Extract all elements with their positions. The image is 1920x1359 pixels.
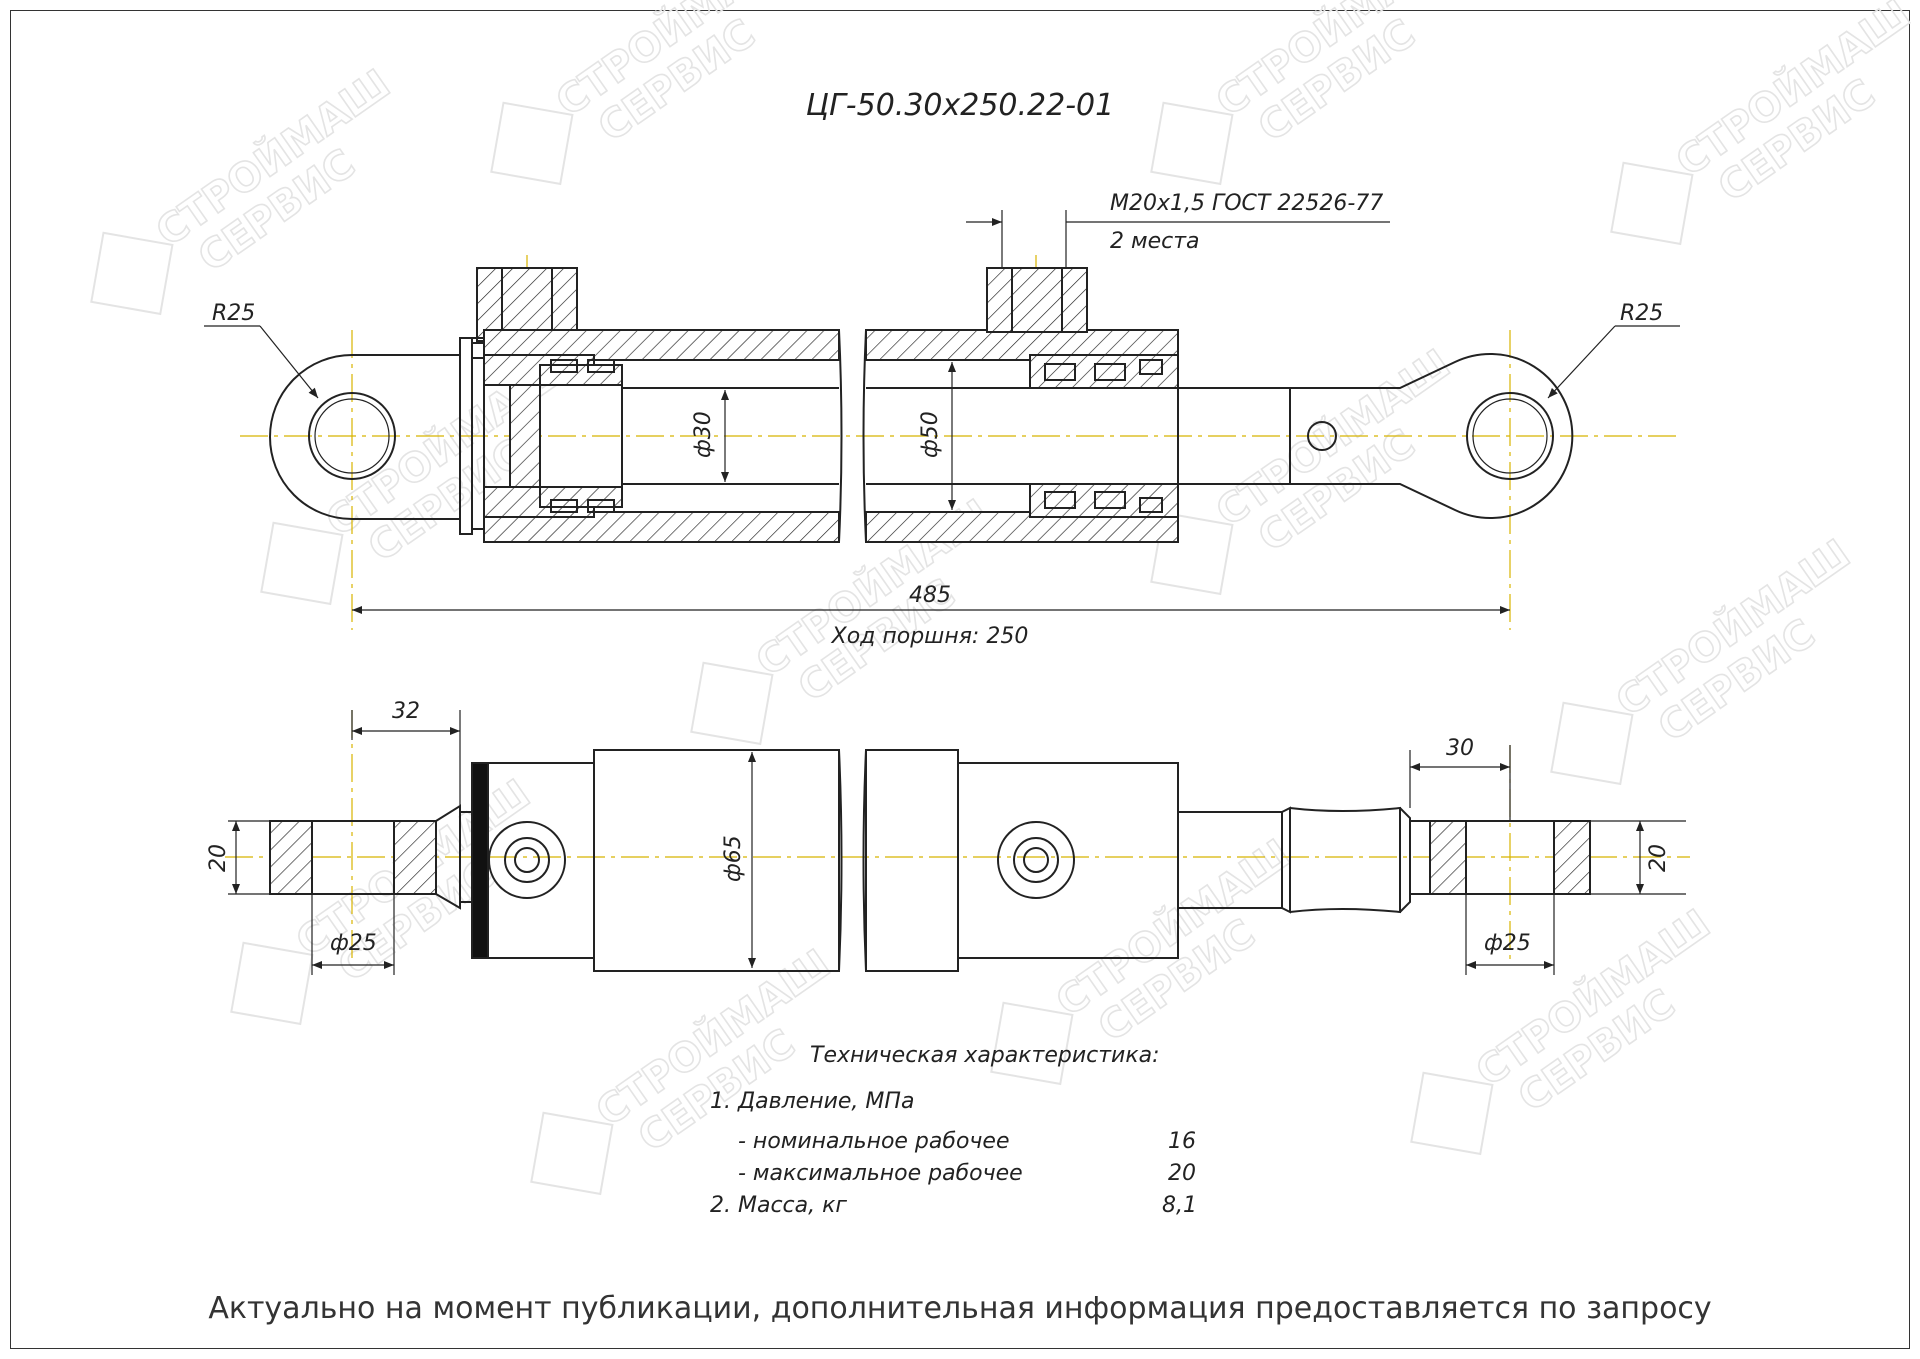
drawing-frame — [10, 10, 1910, 1349]
dim-pin-right: ф25 — [1484, 931, 1531, 956]
dim-width-left: 32 — [392, 699, 420, 724]
dim-total-length: 485 — [909, 583, 951, 608]
radius-callouts: R25 R25 — [204, 301, 1680, 399]
thread-callout: М20х1,5 ГОСТ 22526-77 2 места — [966, 191, 1390, 268]
dim-bore-diameter: ф50 — [918, 411, 943, 458]
drawing-title: ЦГ-50.30х250.22-01 — [806, 88, 1114, 123]
top-diameter-dims: ф30 ф50 — [691, 362, 956, 510]
spec-row-value: 8,1 — [1162, 1193, 1197, 1218]
thread-count: 2 места — [1110, 229, 1200, 254]
thread-note: М20х1,5 ГОСТ 22526-77 — [1110, 191, 1383, 216]
dim-stroke: Ход поршня: 250 — [831, 624, 1029, 649]
spec-row-label: 2. Масса, кг — [710, 1193, 847, 1218]
spec-row-label: - максимальное рабочее — [738, 1161, 1023, 1186]
length-dims: 485 Ход поршня: 250 — [352, 583, 1510, 649]
footer-note: Актуально на момент публикации, дополнит… — [208, 1291, 1711, 1326]
tech-specs: Техническая характеристика: 1. Давление,… — [710, 1043, 1197, 1218]
dim-pin-left: ф25 — [330, 931, 377, 956]
bottom-dims: 32 30 20 20 ф65 ф25 ф25 — [206, 699, 1686, 975]
spec-row-label: 1. Давление, МПа — [710, 1089, 914, 1114]
spec-row-value: 16 — [1168, 1129, 1196, 1154]
dim-radius-right: R25 — [1620, 301, 1663, 326]
bottom-view — [225, 710, 1690, 972]
dim-body-diameter: ф65 — [721, 835, 746, 882]
spec-row-value: 20 — [1168, 1161, 1196, 1186]
dim-width-right: 30 — [1446, 736, 1474, 761]
dim-radius-left: R25 — [212, 301, 255, 326]
dim-height-right: 20 — [1646, 844, 1671, 872]
dim-height-left: 20 — [206, 844, 231, 872]
spec-row-label: - номинальное рабочее — [738, 1129, 1009, 1154]
top-view — [240, 255, 1680, 630]
specs-heading: Техническая характеристика: — [810, 1043, 1160, 1068]
dim-rod-diameter: ф30 — [691, 411, 716, 458]
